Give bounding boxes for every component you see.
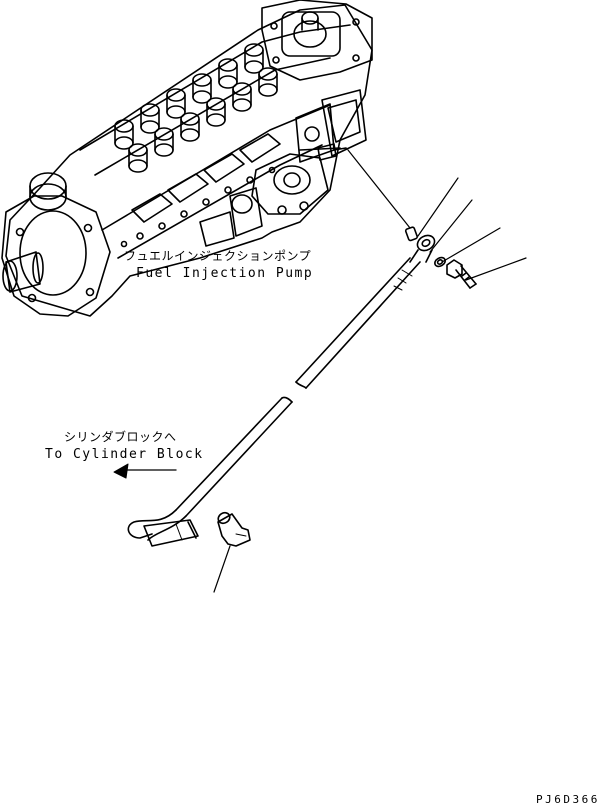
- callout-leaders: [213, 149, 527, 593]
- fuel-hose: [127, 257, 421, 541]
- drawing-code: PJ6D366: [536, 793, 600, 806]
- cylinder-block-label-jp: シリンダブロックへ: [64, 430, 177, 444]
- fuel-injection-pump-drawing: [1, 0, 373, 317]
- fittings-block-end: [143, 511, 251, 547]
- fuel-injection-pump-label-jp: フュエルインジェクションポンプ: [124, 249, 312, 263]
- fuel-injection-pump-label: Fuel Injection Pump: [136, 266, 314, 281]
- flow-arrow: [113, 463, 177, 479]
- cylinder-block-label: To Cylinder Block: [45, 447, 204, 462]
- fittings-pump-end: [404, 226, 477, 289]
